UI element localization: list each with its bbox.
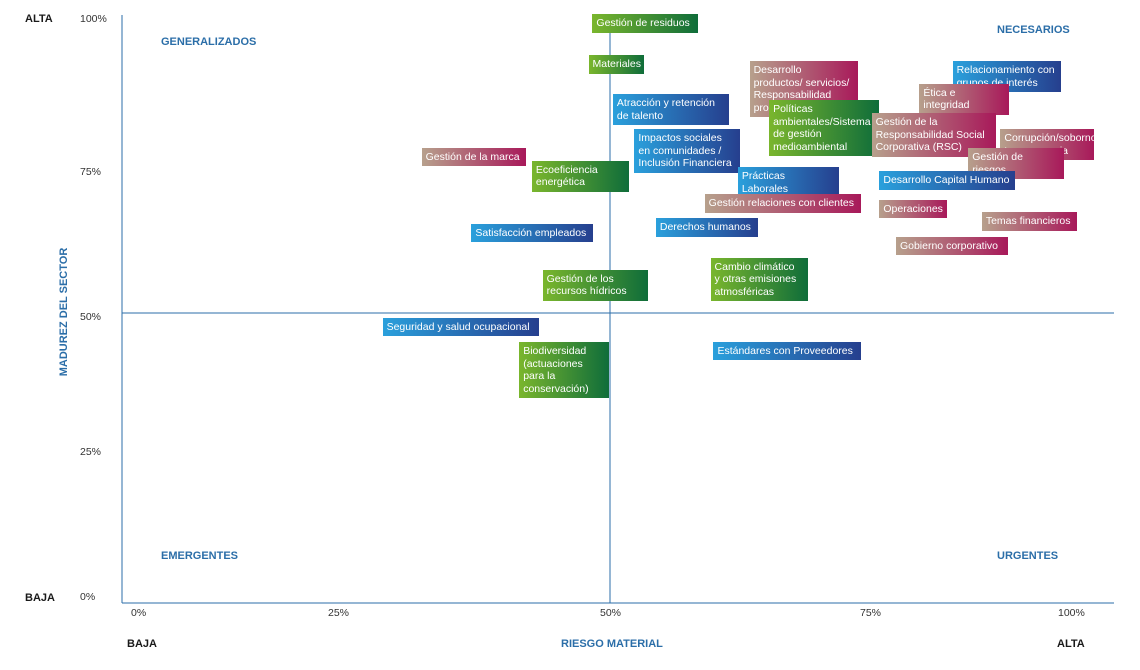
data-label: Gestión relaciones con clientes — [704, 194, 861, 213]
data-label: Temas financieros — [981, 212, 1077, 231]
x-tick-label: 0% — [131, 607, 147, 619]
data-label: Prácticas Laborales — [737, 167, 839, 199]
x-tick-label: 100% — [1058, 607, 1085, 619]
y-low-label: BAJA — [25, 592, 55, 604]
quadrant-label-top-right: NECESARIOS — [997, 24, 1070, 36]
y-tick-label: 25% — [80, 446, 102, 458]
data-label: Gestión de los recursos hídricos — [542, 269, 648, 301]
data-label: Materiales — [588, 55, 644, 74]
data-label: Derechos humanos — [655, 218, 758, 237]
quadrant-label-top-left: GENERALIZADOS — [161, 36, 257, 48]
data-label: Atracción y retención de talento — [612, 94, 729, 126]
y-axis-title: MADUREZ DEL SECTOR — [58, 247, 70, 377]
data-label: Ecoeficiencia energética — [531, 160, 629, 192]
quadrant-label-bottom-left: EMERGENTES — [161, 550, 239, 562]
x-high-label: ALTA — [1057, 638, 1085, 650]
data-label: Gestión de la marca — [421, 147, 526, 167]
data-label: Impactos sociales en comunidades / Inclu… — [634, 129, 741, 173]
y-tick-label: 0% — [80, 591, 96, 603]
y-high-label: ALTA — [25, 13, 53, 25]
x-low-label: BAJA — [127, 638, 157, 650]
x-tick-label: 75% — [860, 607, 882, 619]
data-label: Desarrollo Capital Humano — [879, 171, 1016, 190]
data-label: Operaciones — [879, 199, 948, 219]
data-label: Gestión de residuos — [592, 14, 699, 33]
x-tick-label: 25% — [328, 607, 350, 619]
quadrant-label-bottom-right: URGENTES — [997, 550, 1059, 562]
data-label: Seguridad y salud ocupacional — [382, 317, 539, 337]
y-tick-label: 100% — [80, 13, 107, 25]
x-axis-title: RIESGO MATERIAL — [561, 638, 663, 650]
y-tick-label: 75% — [80, 166, 102, 178]
data-label: Gobierno corporativo — [895, 236, 1008, 256]
y-tick-label: 50% — [80, 311, 102, 323]
data-label: Políticas ambientales/Sistema de gestión… — [769, 100, 880, 157]
data-label: Satisfacción empleados — [471, 223, 594, 243]
data-label: Ética e integridad — [919, 83, 1010, 115]
data-label: Estándares con Proveedores — [713, 341, 862, 360]
data-label: Cambio climático y otras emisiones atmos… — [710, 257, 808, 302]
data-label: Biodiversidad (actuaciones para la conse… — [519, 342, 610, 399]
x-tick-label: 50% — [600, 607, 622, 619]
